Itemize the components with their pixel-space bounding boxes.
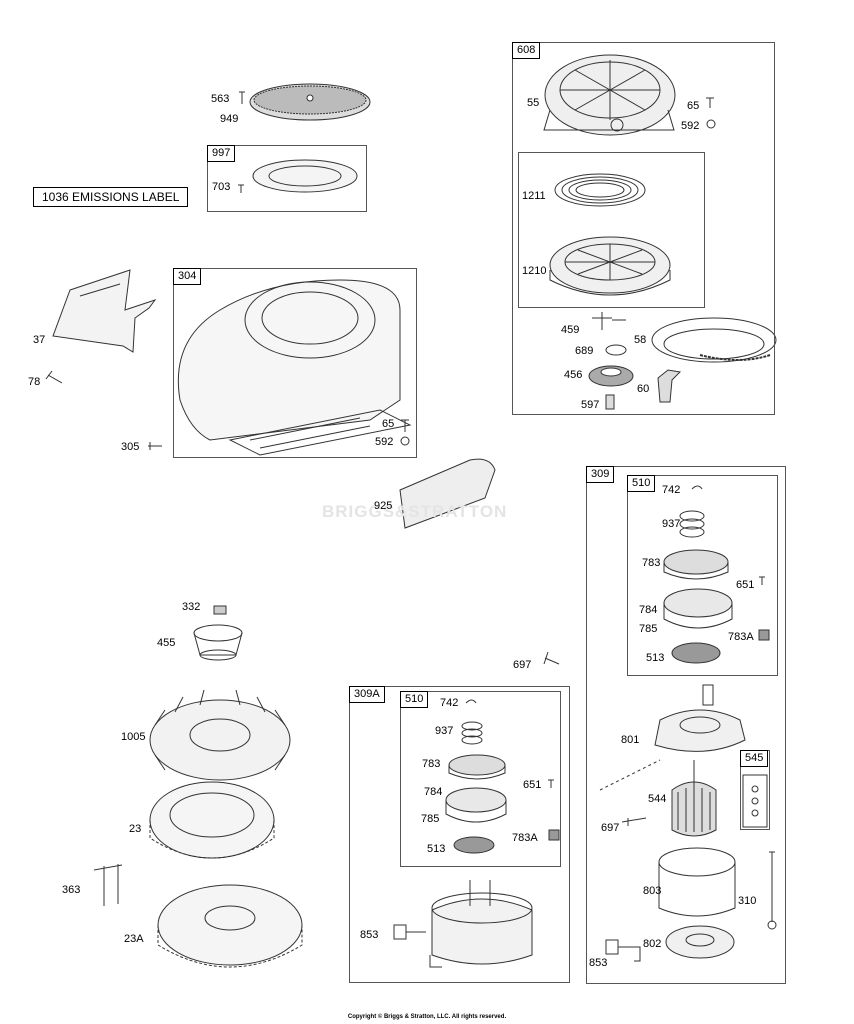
group-box-608 bbox=[512, 42, 775, 415]
part-label: 801 bbox=[621, 734, 640, 746]
copyright-notice: Copyright © Briggs & Stratton, LLC. All … bbox=[347, 1014, 507, 1020]
cup-part bbox=[193, 624, 243, 661]
part-label: 332 bbox=[182, 601, 201, 613]
screw-part bbox=[239, 91, 245, 104]
part-label: 853 bbox=[589, 957, 608, 969]
part-label: 742 bbox=[662, 484, 681, 496]
group-box-309a bbox=[349, 686, 570, 983]
part-label: 925 bbox=[374, 500, 393, 512]
part-label: 310 bbox=[738, 895, 757, 907]
part-label: 513 bbox=[646, 652, 665, 664]
clutch-part-a bbox=[663, 588, 733, 629]
part-label: 742 bbox=[440, 697, 459, 709]
part-label: 853 bbox=[360, 929, 379, 941]
part-label: 78 bbox=[28, 376, 41, 388]
part-label: 697 bbox=[601, 822, 620, 834]
part-label: 937 bbox=[662, 518, 681, 530]
group-box-309 bbox=[586, 466, 786, 984]
group-box-997 bbox=[207, 145, 367, 212]
part-label: 563 bbox=[211, 93, 230, 105]
plate-part bbox=[252, 159, 358, 193]
part-label: 651 bbox=[736, 579, 755, 591]
flywheel-part bbox=[149, 781, 275, 859]
guard-part bbox=[399, 458, 496, 529]
part-label: 783 bbox=[422, 758, 441, 770]
part-label: 597 bbox=[581, 399, 600, 411]
group-tag-304: 304 bbox=[173, 268, 202, 285]
gear-part-b bbox=[448, 754, 506, 780]
part-label: 785 bbox=[639, 623, 658, 635]
part-label: 55 bbox=[527, 97, 540, 109]
rope-part bbox=[651, 317, 777, 363]
group-box-304 bbox=[173, 268, 417, 458]
clutch-part-b bbox=[445, 787, 507, 823]
gear-part-a bbox=[663, 549, 729, 580]
group-box-510-right bbox=[627, 475, 778, 676]
spring-part-a bbox=[679, 510, 705, 538]
group-tag-997: 997 bbox=[207, 145, 236, 162]
spring-part-b bbox=[461, 721, 483, 745]
group-tag-510-left: 510 bbox=[400, 691, 429, 708]
part-label: 58 bbox=[634, 334, 647, 346]
part-label: 697 bbox=[513, 659, 532, 671]
part-label: 65 bbox=[687, 100, 700, 112]
part-label: 37 bbox=[33, 334, 46, 346]
group-tag-309: 309 bbox=[586, 466, 615, 483]
part-label: 60 bbox=[637, 383, 650, 395]
part-label: 1210 bbox=[522, 265, 547, 277]
emissions-label: 1036 EMISSIONS LABEL bbox=[33, 187, 189, 207]
part-label: 785 bbox=[421, 813, 440, 825]
flywheel-2-part bbox=[157, 884, 303, 968]
part-label: 1211 bbox=[522, 190, 546, 202]
group-box-510-left bbox=[400, 691, 561, 867]
screen-part bbox=[249, 83, 371, 121]
rewind-housing-part bbox=[543, 54, 676, 136]
pulley-part bbox=[549, 236, 671, 296]
part-label: 783 bbox=[642, 557, 661, 569]
watermark: BRIGGS&STRATTON bbox=[322, 502, 508, 521]
part-label: 703 bbox=[212, 181, 231, 193]
part-label: 1005 bbox=[121, 731, 146, 743]
part-label: 23 bbox=[129, 823, 142, 835]
part-label: 592 bbox=[375, 436, 394, 448]
part-label: 689 bbox=[575, 345, 594, 357]
part-label: 784 bbox=[424, 786, 443, 798]
blower-housing-part bbox=[177, 279, 412, 456]
part-label: 803 bbox=[643, 885, 662, 897]
part-label: 459 bbox=[561, 324, 580, 336]
group-tag-309a: 309A bbox=[349, 686, 385, 703]
part-label: 305 bbox=[121, 441, 140, 453]
part-label: 65 bbox=[382, 418, 395, 430]
part-label: 949 bbox=[220, 113, 239, 125]
part-label: 783A bbox=[512, 832, 538, 844]
group-tag-608: 608 bbox=[512, 42, 541, 59]
part-label: 592 bbox=[681, 120, 700, 132]
part-label: 455 bbox=[157, 637, 176, 649]
rewind-spring-part bbox=[554, 173, 646, 207]
part-label: 363 bbox=[62, 884, 81, 896]
part-label: 937 bbox=[435, 725, 454, 737]
group-box-spring bbox=[518, 152, 705, 308]
part-label: 544 bbox=[648, 793, 667, 805]
starter-motor-part bbox=[429, 880, 533, 968]
motor-housing-part bbox=[658, 847, 736, 917]
part-label: 784 bbox=[639, 604, 658, 616]
group-tag-510-right: 510 bbox=[627, 475, 656, 492]
armature-part bbox=[671, 760, 717, 837]
deflector-part bbox=[52, 269, 157, 353]
part-label: 456 bbox=[564, 369, 583, 381]
end-cap-part bbox=[654, 684, 746, 752]
fan-part bbox=[149, 689, 291, 781]
part-label: 23A bbox=[124, 933, 144, 945]
part-label: 783A bbox=[728, 631, 754, 643]
part-label: 802 bbox=[643, 938, 662, 950]
part-label: 513 bbox=[427, 843, 446, 855]
brush-plate-part bbox=[665, 925, 735, 959]
group-tag-545: 545 bbox=[740, 750, 769, 767]
part-label: 651 bbox=[523, 779, 542, 791]
